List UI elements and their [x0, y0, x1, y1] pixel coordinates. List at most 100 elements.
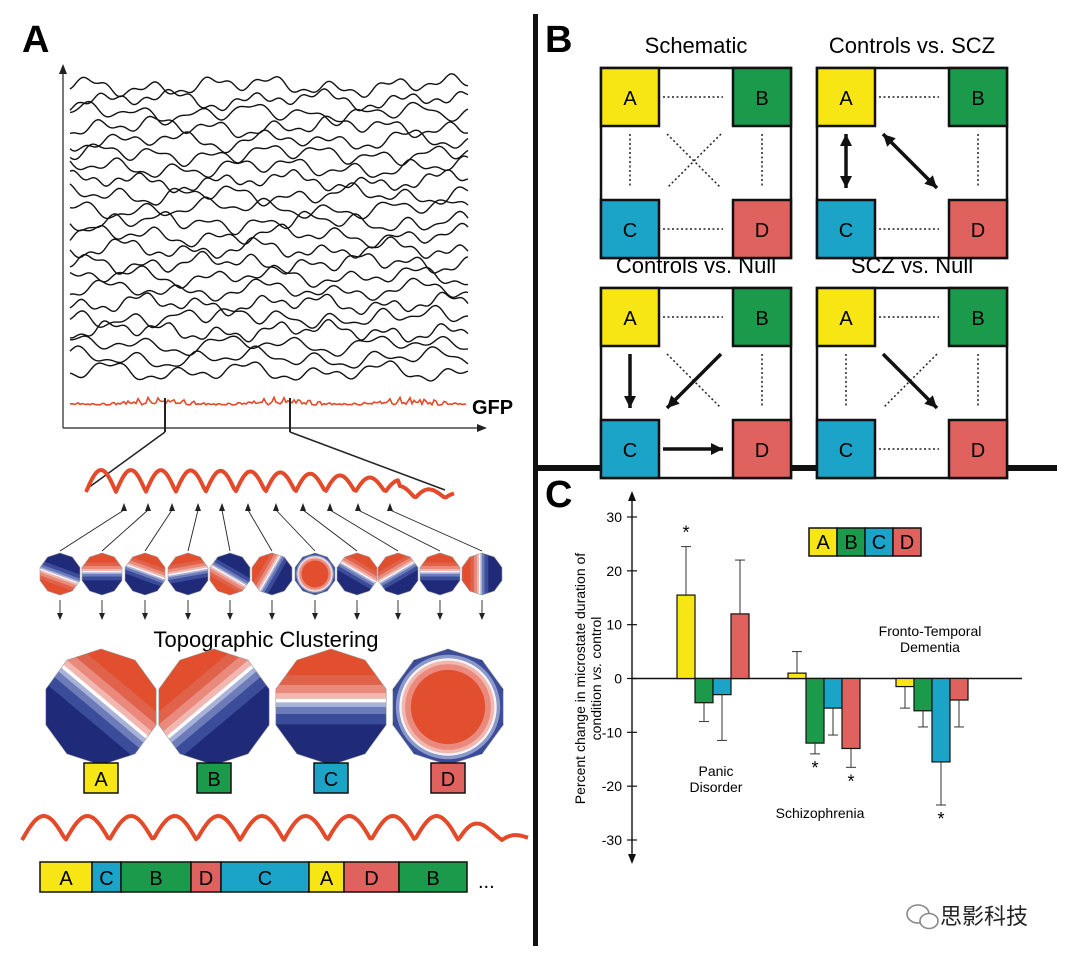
bar-group: **Schizophrenia	[776, 651, 865, 821]
state-box-label: A	[839, 88, 853, 110]
zoomed-gfp-line	[84, 468, 455, 500]
state-box-b	[731, 66, 793, 128]
up-arrow-icon	[355, 503, 361, 511]
state-box-d	[731, 418, 793, 480]
topography-map-small	[294, 552, 336, 596]
state-box-label: D	[971, 220, 985, 242]
state-box-label: C	[839, 220, 853, 242]
up-arrow-icon	[121, 503, 127, 511]
bar-b	[913, 677, 933, 712]
eeg-channel-trace	[69, 304, 469, 329]
panel-c-letter: C	[545, 474, 572, 516]
sequence-segment	[220, 861, 310, 893]
state-box-c	[599, 198, 661, 260]
state-box-a	[599, 286, 661, 348]
sequence-segment-label: C	[258, 868, 272, 890]
topography-maps-row	[39, 552, 503, 596]
state-box-label: B	[971, 88, 984, 110]
sequence-ellipsis: ...	[478, 871, 495, 893]
topography-link-line	[275, 509, 316, 552]
gfp-trace	[69, 395, 467, 407]
zoom-line-left	[87, 431, 166, 489]
eeg-channel-trace	[69, 264, 469, 289]
down-arrow-icon	[99, 613, 105, 620]
sequence-segment	[39, 861, 93, 893]
down-arrow-icon	[437, 613, 443, 620]
state-box-d	[947, 418, 1009, 480]
state-box-c	[815, 418, 877, 480]
eeg-channel-trace	[69, 277, 469, 302]
eeg-channel-trace	[69, 196, 469, 220]
y-tick-label: 0	[614, 671, 622, 687]
y-tick-label: 10	[606, 617, 622, 633]
arrowhead-icon	[667, 395, 680, 408]
state-box-a	[815, 66, 877, 128]
group-label: Schizophrenia	[776, 805, 865, 821]
down-arrow-icon	[269, 613, 275, 620]
sequence-segment-label: D	[364, 868, 378, 890]
cluster-map	[392, 648, 504, 766]
diagram-title: SCZ vs. Null	[851, 253, 973, 278]
y-tick-label: -30	[602, 832, 622, 848]
state-box-label: D	[755, 440, 769, 462]
topography-map-small	[209, 552, 251, 596]
cluster-label-text: C	[324, 769, 338, 791]
bar-a	[895, 677, 915, 688]
eeg-channel-trace	[69, 182, 469, 207]
bar-a	[787, 672, 807, 680]
up-arrow-icon	[219, 503, 225, 511]
topography-link-line	[247, 509, 273, 552]
bar-c	[712, 677, 732, 696]
state-box-d	[731, 198, 793, 260]
state-box-label: A	[839, 308, 853, 330]
topography-map-small	[124, 552, 166, 596]
arrowhead-icon	[624, 396, 636, 408]
bar-b	[694, 677, 714, 704]
y-tick-label: -10	[602, 724, 622, 740]
eeg-channel-trace	[69, 73, 469, 99]
up-arrow-icon	[145, 503, 151, 511]
legend-label: B	[844, 532, 857, 554]
eeg-channel-trace	[69, 155, 469, 179]
panel-a-letter: A	[22, 19, 49, 61]
eeg-channel-trace	[69, 250, 469, 275]
state-box-label: D	[755, 220, 769, 242]
y-axis-up-arrow-icon	[628, 491, 636, 501]
zoom-line-right	[289, 431, 446, 491]
y-tick-label: 30	[606, 509, 622, 525]
state-box-label: C	[623, 220, 637, 242]
arrow-link-bc	[665, 352, 723, 410]
dotted-link-bc	[882, 353, 938, 409]
eeg-channel-trace	[69, 291, 469, 317]
eeg-channel-trace	[69, 345, 469, 369]
down-arrow-icon	[142, 613, 148, 620]
dotted-link-ad	[666, 133, 722, 189]
y-axis-label-line2: condition vs. control	[588, 617, 604, 741]
topography-link-line	[221, 509, 231, 552]
arrow-link-ad	[881, 132, 939, 190]
down-arrow-icon	[227, 613, 233, 620]
arrow-link-ad	[881, 352, 939, 410]
cluster-label-box	[196, 762, 232, 794]
diagram-title: Controls vs. Null	[616, 253, 776, 278]
topography-link-line	[329, 509, 399, 552]
significance-star: *	[847, 771, 854, 791]
up-arrow-icon	[195, 503, 201, 511]
diagram-title: Controls vs. SCZ	[829, 33, 995, 58]
bar-d	[841, 677, 861, 750]
eeg-channel-trace	[69, 115, 469, 139]
state-box-a	[815, 286, 877, 348]
sequence-segment-label: D	[199, 868, 213, 890]
up-arrow-icon	[273, 503, 279, 511]
sequence-segment-label: A	[320, 868, 334, 890]
eeg-channel-trace	[69, 129, 469, 154]
